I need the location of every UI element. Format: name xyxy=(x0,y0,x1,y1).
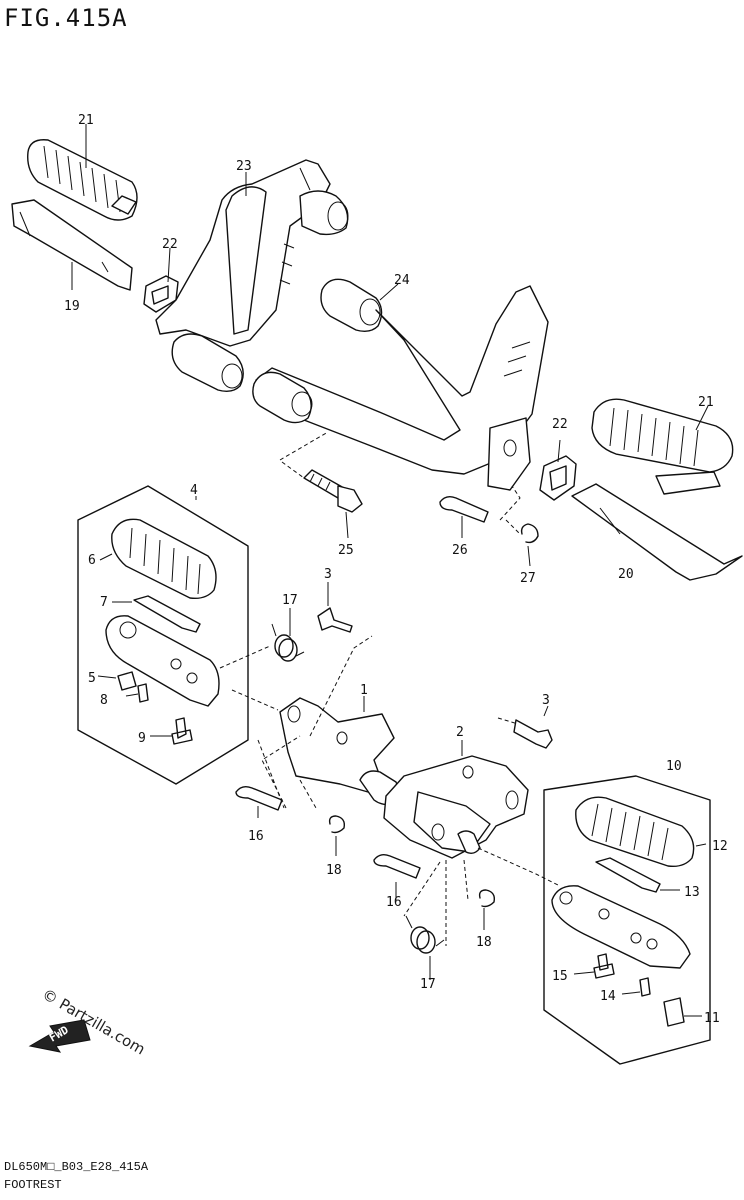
leader-lines-box-4 xyxy=(97,496,197,737)
callout-label: 18 xyxy=(476,935,492,950)
model-code: DL650M□_B03_E28_415A xyxy=(4,1160,149,1174)
callout-label: 21 xyxy=(698,395,714,410)
footrest-bar-left-drawing xyxy=(11,199,133,291)
bracket-left-drawing xyxy=(155,159,349,393)
callout-label: 20 xyxy=(618,567,634,582)
assembly-box-4 xyxy=(77,485,249,785)
footrest-bracket-2-drawing xyxy=(383,755,529,859)
callout-label: 3 xyxy=(542,693,550,708)
bolt-15-drawing xyxy=(593,953,615,979)
footrest-rubber-12-drawing xyxy=(575,796,695,868)
callout-label: 21 xyxy=(78,113,94,128)
callout-label: 9 xyxy=(138,731,146,746)
pin-16-right-drawing xyxy=(373,853,421,879)
callout-label: 2 xyxy=(456,725,464,740)
callout-label: 19 xyxy=(64,299,80,314)
callout-label: 16 xyxy=(386,895,402,910)
leader-lines-middle-left-solid xyxy=(257,582,365,856)
callout-label: 22 xyxy=(162,237,178,252)
footrest-rubber-left-drawing xyxy=(27,139,138,221)
callout-label: 13 xyxy=(684,885,700,900)
callout-label: 6 xyxy=(88,553,96,568)
circlip-18-right-drawing xyxy=(478,889,496,908)
callout-label: 22 xyxy=(552,417,568,432)
bolt-5-drawing xyxy=(117,671,137,691)
cushion-right-drawing xyxy=(539,455,577,501)
bolt-11-drawing xyxy=(663,997,685,1027)
assembly-box-10 xyxy=(543,775,711,1065)
callout-label: 26 xyxy=(452,543,468,558)
spring-17-lower-drawing xyxy=(405,915,445,954)
callout-label: 4 xyxy=(190,483,198,498)
callout-label: 24 xyxy=(394,273,410,288)
callout-label: 25 xyxy=(338,543,354,558)
plate-13-drawing xyxy=(595,857,661,893)
callout-label: 8 xyxy=(100,693,108,708)
callout-label: 1 xyxy=(360,683,368,698)
footrest-rubber-6-drawing xyxy=(111,518,217,600)
callout-label: 11 xyxy=(704,1011,720,1026)
footrest-bar-right-drawing xyxy=(571,483,743,581)
footrest-rubber-right-drawing xyxy=(591,398,734,495)
leader-lines-box-10 xyxy=(573,843,707,1017)
cushion-left-drawing xyxy=(143,275,179,313)
pin-16-left-drawing xyxy=(235,785,283,811)
bolt-3-upper-drawing xyxy=(317,607,353,633)
circlip-27-drawing xyxy=(520,523,539,544)
footrest-bracket-1-drawing xyxy=(279,697,399,806)
callout-label: 14 xyxy=(600,989,616,1004)
figure-name: FOOTREST xyxy=(4,1178,62,1192)
callout-label: 5 xyxy=(88,671,96,686)
pin-26-drawing xyxy=(439,495,489,523)
footrest-bracket-4-drawing xyxy=(105,615,220,707)
bracket-right-drawing xyxy=(252,278,549,491)
fwd-direction-arrow: FWD xyxy=(28,1019,91,1053)
bolt-25-drawing xyxy=(303,469,363,513)
leader-lines-top xyxy=(71,124,709,567)
callout-label: 3 xyxy=(324,567,332,582)
callout-label: 23 xyxy=(236,159,252,174)
plate-7-drawing xyxy=(133,595,201,633)
leader-lines-middle-left xyxy=(219,635,373,809)
bolt-14-drawing xyxy=(639,977,651,997)
callout-label: 17 xyxy=(420,977,436,992)
callout-label: 15 xyxy=(552,969,568,984)
callout-label: 10 xyxy=(666,759,682,774)
spring-17-upper-drawing xyxy=(271,623,305,662)
figure-title: FIG.415A xyxy=(4,4,128,32)
circlip-18-left-drawing xyxy=(328,815,346,834)
leader-lines-middle-right-solid xyxy=(395,705,549,980)
callout-label: 7 xyxy=(100,595,108,610)
callout-label: 12 xyxy=(712,839,728,854)
callout-label: 27 xyxy=(520,571,536,586)
callout-label: 18 xyxy=(326,863,342,878)
callout-label: 17 xyxy=(282,593,298,608)
leader-lines-middle-right xyxy=(403,717,561,946)
bolt-9-drawing xyxy=(171,717,193,745)
footrest-bracket-10-drawing xyxy=(551,885,691,969)
bolt-3-lower-drawing xyxy=(513,719,553,749)
callout-label: 16 xyxy=(248,829,264,844)
bolt-8-drawing xyxy=(137,683,149,703)
